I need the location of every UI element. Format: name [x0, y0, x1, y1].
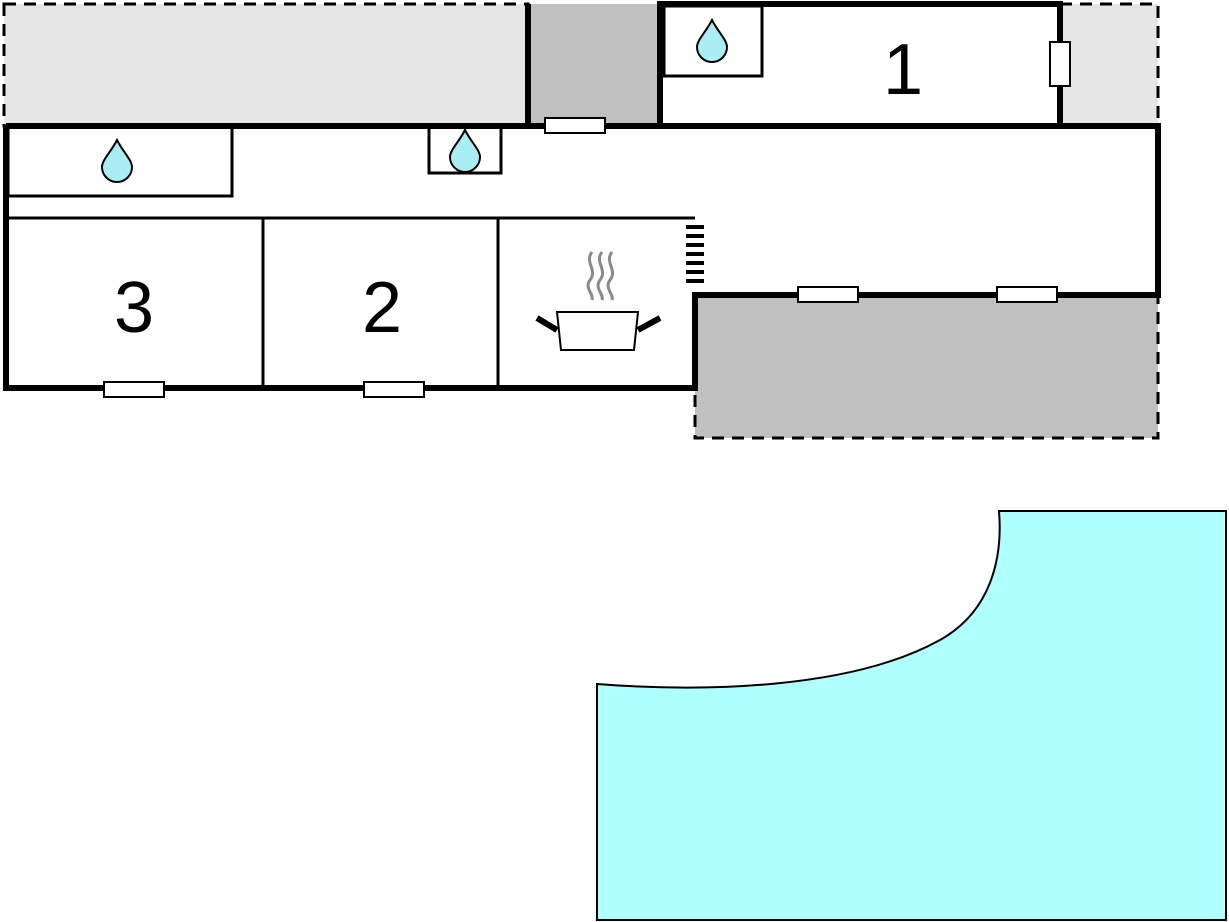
room-number-2: 2: [362, 268, 402, 348]
water-drop-icon: [695, 17, 729, 63]
window-icon: [103, 381, 165, 398]
window-icon: [363, 381, 425, 398]
window-icon: [797, 286, 859, 303]
steam: [586, 251, 615, 301]
covered-area-top: [528, 4, 660, 126]
bathroom-icons: [100, 17, 729, 183]
room-number-3: 3: [114, 268, 154, 348]
kitchen-opening: [686, 225, 704, 283]
terrace-bottom-right: [693, 293, 1160, 440]
room-1: [660, 4, 1060, 126]
pool: [596, 510, 1227, 921]
window-icon: [544, 117, 606, 134]
window-icon: [103, 41, 1071, 398]
window-icon: [1049, 41, 1071, 87]
water-drop-icon: [448, 127, 482, 173]
room-number-1: 1: [883, 30, 923, 110]
house-interior: [6, 126, 1158, 388]
terrace-top-left: [2, 2, 530, 128]
window-icon: [996, 286, 1058, 303]
water-drop-icon: [100, 137, 134, 183]
cooking-pot-icon: [535, 251, 662, 351]
terrace-top-right: [1058, 2, 1160, 128]
